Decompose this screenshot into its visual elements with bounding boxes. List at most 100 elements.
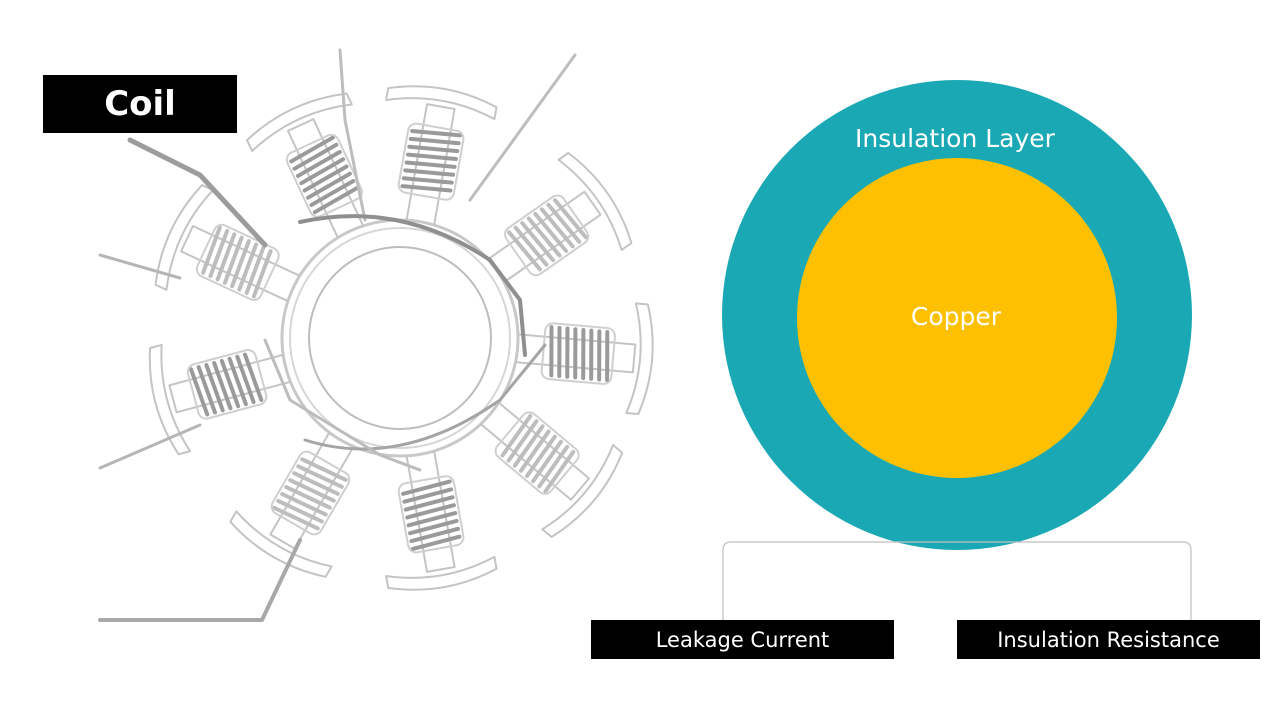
coil-title-label: Coil bbox=[43, 75, 237, 133]
coil-winding bbox=[605, 330, 610, 383]
coil-winding bbox=[188, 367, 210, 417]
leakage-current-label: Leakage Current bbox=[591, 620, 894, 659]
lead-wire-6 bbox=[468, 53, 577, 202]
coil-winding bbox=[309, 179, 356, 207]
lead-wire-1 bbox=[127, 137, 268, 248]
coil-winding bbox=[284, 485, 332, 510]
coil-winding bbox=[526, 216, 562, 258]
coil-winding bbox=[299, 157, 346, 186]
coil-winding bbox=[537, 444, 570, 489]
coil-winding bbox=[292, 142, 339, 171]
coil-winding bbox=[295, 150, 342, 178]
coil-winding bbox=[306, 171, 352, 200]
coil-winding bbox=[219, 358, 241, 409]
stator-tooth bbox=[229, 432, 355, 578]
coil-winding bbox=[406, 511, 458, 528]
insulation-resistance-label: Insulation Resistance bbox=[957, 620, 1260, 659]
bracket-connector bbox=[722, 541, 1192, 620]
coil-winding bbox=[251, 249, 273, 299]
coil-winding bbox=[402, 487, 454, 504]
stator-tooth bbox=[515, 302, 654, 416]
coil-winding bbox=[300, 457, 348, 482]
coil-winding bbox=[196, 365, 217, 415]
coil-winding bbox=[401, 176, 454, 185]
coil-winding bbox=[408, 136, 461, 146]
stator-tooth bbox=[246, 92, 364, 238]
coil-winding bbox=[506, 419, 539, 463]
coil-winding bbox=[543, 450, 576, 494]
stator-yoke-inner bbox=[289, 227, 511, 449]
coil-winding bbox=[401, 479, 452, 496]
coil-winding bbox=[409, 526, 461, 544]
stator-tooth bbox=[480, 402, 624, 538]
coil-winding bbox=[405, 503, 456, 520]
coil-winding bbox=[539, 207, 575, 249]
coil-winding bbox=[581, 327, 586, 381]
coil-winding bbox=[215, 232, 237, 282]
coil-winding bbox=[212, 360, 233, 411]
stator-tooth bbox=[487, 151, 633, 283]
rotor-bore bbox=[308, 246, 492, 430]
insulation-layer-label: Insulation Layer bbox=[855, 124, 1056, 153]
coil-winding bbox=[520, 221, 556, 263]
coil-winding bbox=[552, 198, 588, 240]
coil-winding bbox=[403, 168, 456, 177]
coil-winding bbox=[227, 356, 248, 407]
coil-winding bbox=[230, 239, 251, 289]
coil-winding bbox=[573, 327, 578, 380]
coil-winding bbox=[237, 242, 259, 292]
coil-winding bbox=[292, 471, 340, 496]
coil-winding bbox=[407, 144, 460, 154]
lead-wire-4 bbox=[98, 423, 202, 470]
coil-winding bbox=[546, 202, 582, 244]
copper-label: Copper bbox=[911, 302, 1002, 331]
connector-wire-1 bbox=[298, 214, 527, 357]
coil-winding bbox=[408, 518, 459, 536]
coil-winding bbox=[272, 505, 320, 531]
coil-winding bbox=[405, 152, 458, 161]
coil-winding bbox=[243, 352, 264, 403]
coil-winding bbox=[296, 464, 344, 489]
coil-winding bbox=[204, 363, 225, 413]
coil-winding bbox=[404, 160, 457, 169]
coil-winding bbox=[549, 325, 554, 378]
coil-winding bbox=[531, 439, 563, 484]
coil-winding bbox=[512, 424, 545, 468]
coil-winding bbox=[507, 230, 542, 272]
lead-wire-5 bbox=[338, 48, 367, 222]
coil-winding bbox=[276, 498, 324, 524]
coil-winding bbox=[208, 228, 230, 279]
coil-winding bbox=[518, 429, 551, 473]
coil-winding bbox=[280, 492, 328, 517]
coil-winding bbox=[525, 434, 557, 478]
coil-winding bbox=[410, 534, 462, 551]
stator-tooth bbox=[154, 184, 300, 302]
coil-winding bbox=[565, 326, 570, 379]
coil-winding bbox=[403, 495, 455, 512]
coil-winding bbox=[222, 235, 244, 285]
coil-winding bbox=[400, 184, 453, 193]
connector-wire-3 bbox=[263, 338, 422, 472]
coil-winding bbox=[288, 478, 336, 503]
coil-winding bbox=[410, 128, 463, 138]
coil-winding bbox=[289, 135, 336, 164]
coil-winding bbox=[302, 164, 349, 193]
coil-winding bbox=[597, 329, 602, 382]
coil-winding bbox=[589, 328, 594, 381]
connector-wire-2 bbox=[303, 343, 547, 451]
coil-winding bbox=[244, 245, 266, 295]
coil-winding bbox=[201, 225, 222, 275]
stator-tooth bbox=[385, 85, 498, 226]
coil-winding bbox=[235, 354, 256, 405]
lead-wire-2 bbox=[98, 538, 302, 622]
coil-winding bbox=[557, 325, 562, 379]
stator-tooth bbox=[385, 450, 498, 591]
coil-winding bbox=[500, 414, 533, 458]
coil-winding bbox=[312, 186, 359, 215]
coil-winding bbox=[533, 211, 569, 253]
coil-winding bbox=[513, 225, 549, 267]
stator-tooth bbox=[148, 343, 291, 456]
lead-wire-3 bbox=[98, 253, 182, 280]
copper-core-circle bbox=[797, 158, 1117, 478]
